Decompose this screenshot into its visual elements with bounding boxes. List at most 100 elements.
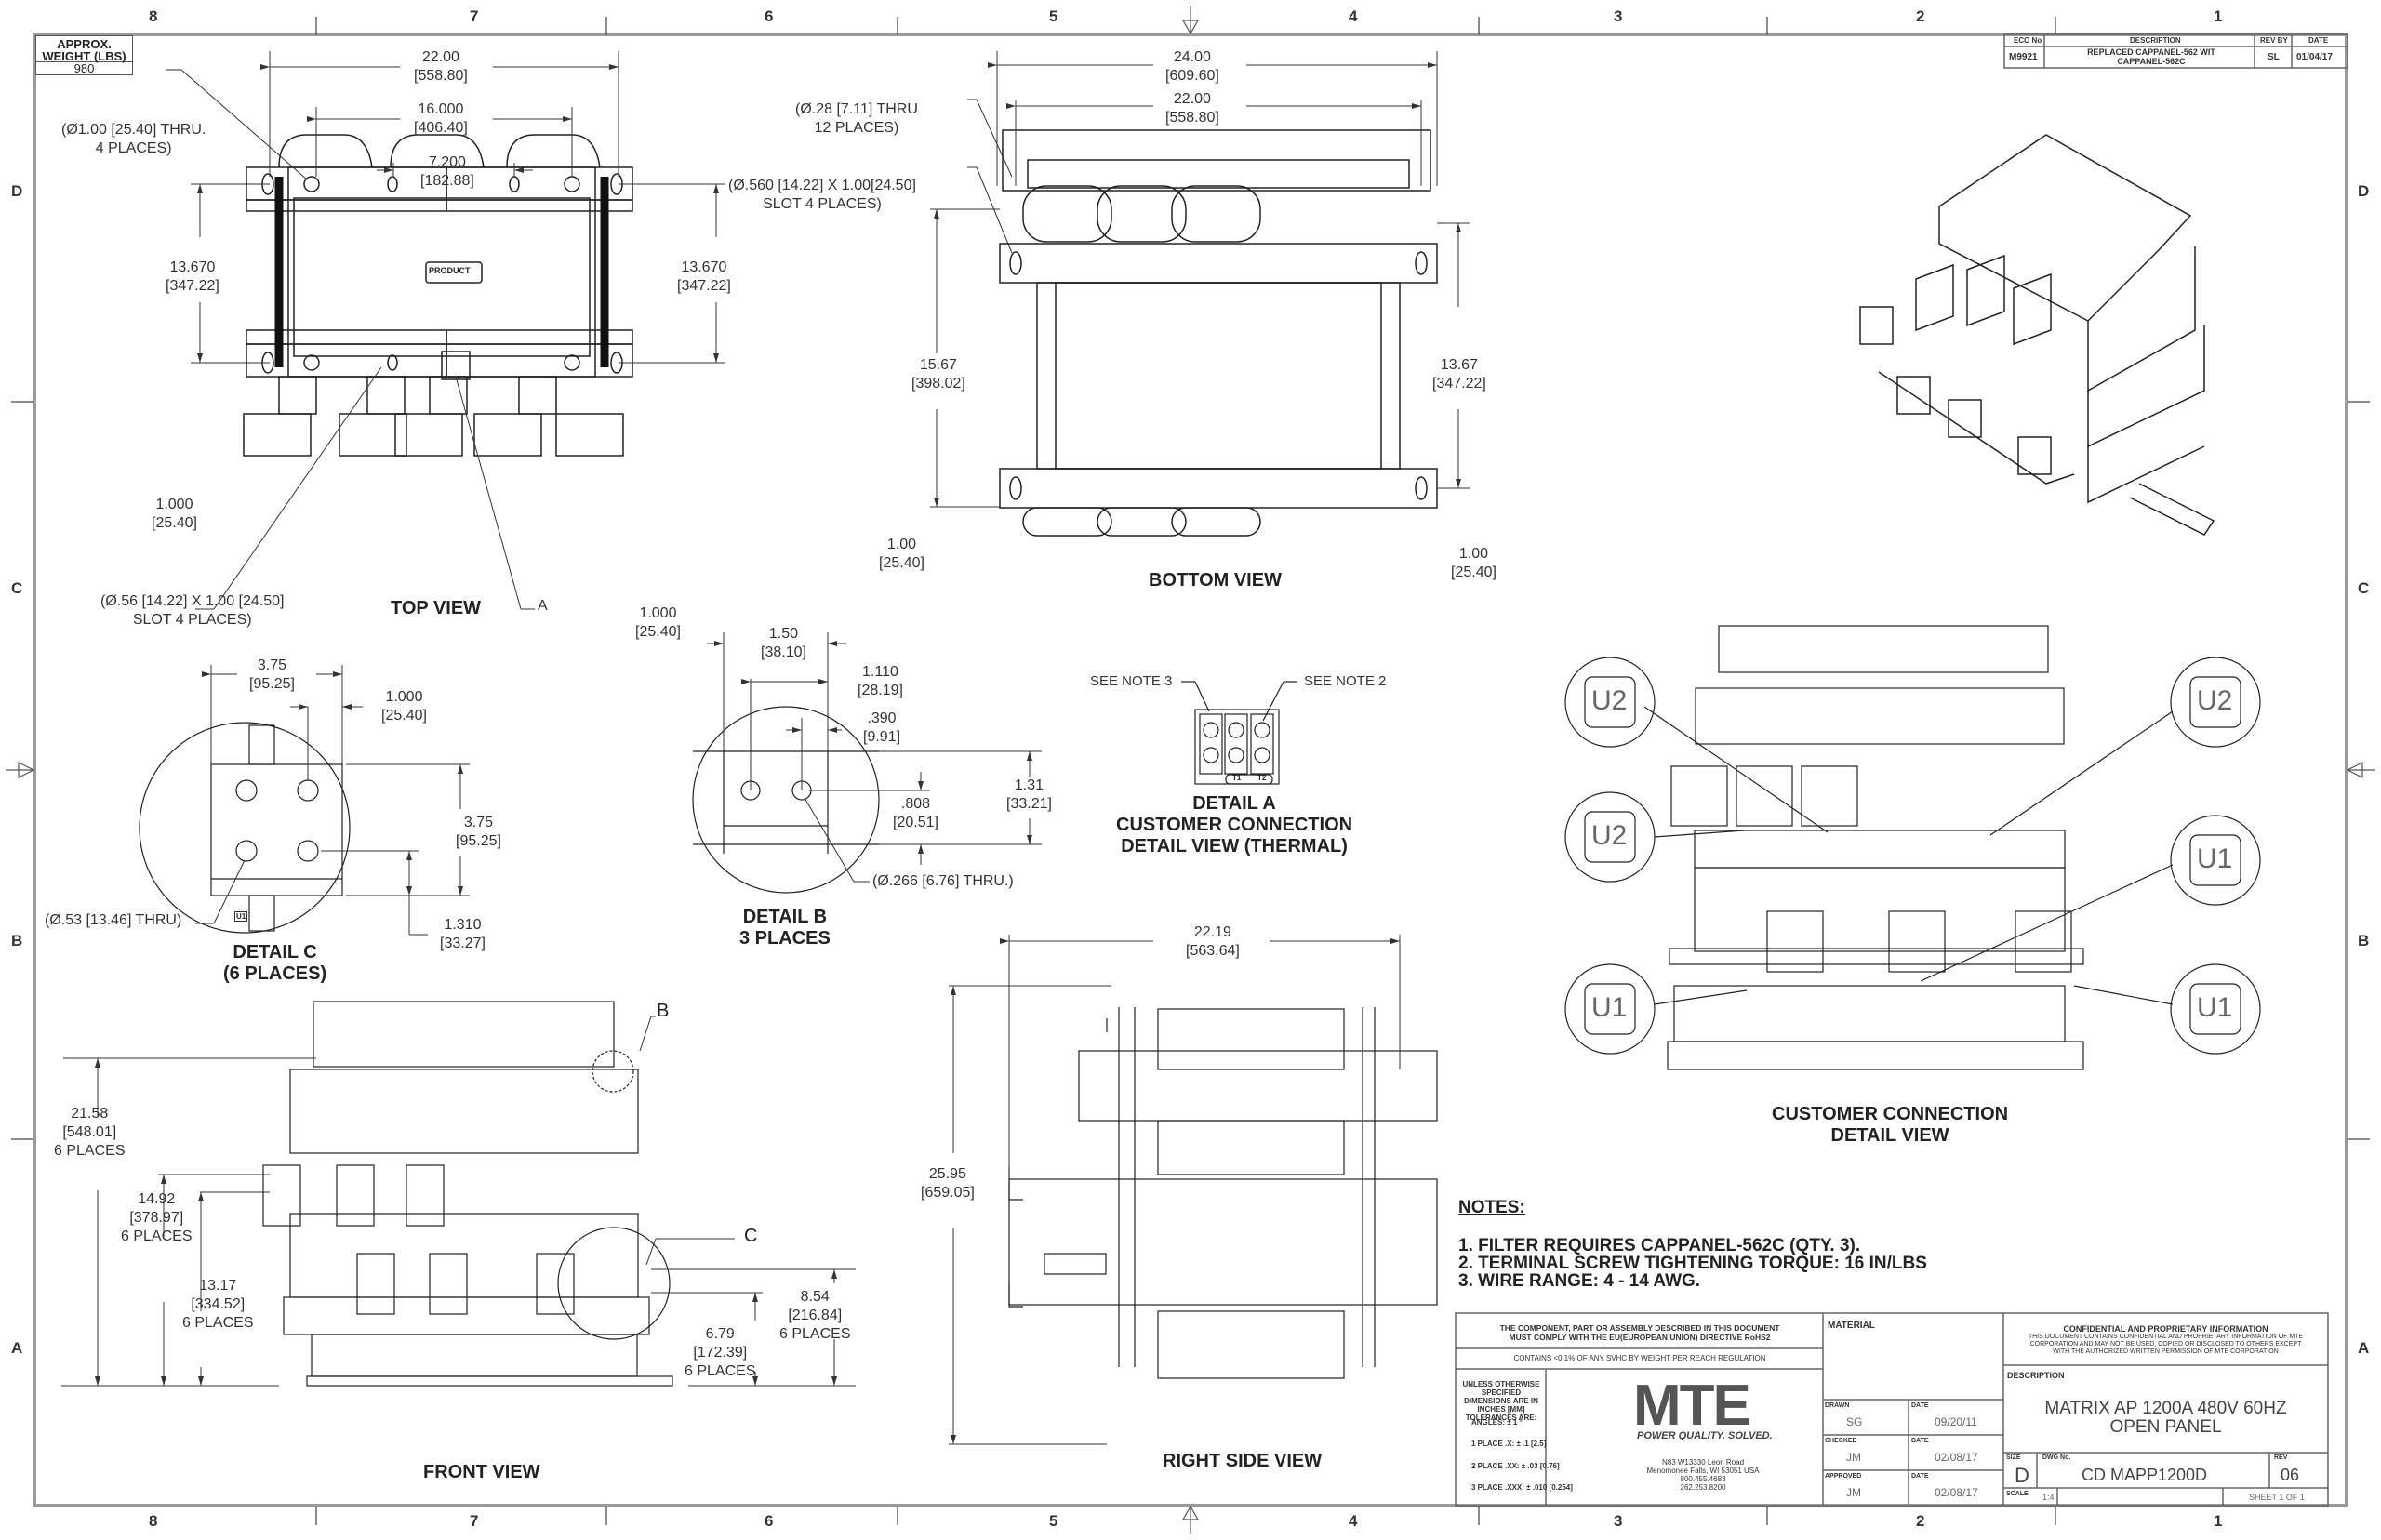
drawing-border	[33, 33, 2348, 1507]
dim-top-left-offset: 1.000[25.40]	[152, 497, 197, 531]
zone-col-5: 5	[1049, 7, 1058, 25]
detail-a-ref: A	[538, 598, 548, 614]
detail-b-drawing	[692, 706, 880, 894]
bubble-right-u2: U2	[2197, 685, 2233, 716]
dim-top-overall-width: 22.00[558.80]	[414, 49, 468, 84]
rev-header-revby: REV BY	[2260, 36, 2288, 45]
isometric-view-drawing	[1859, 134, 2215, 536]
dim-detail-b-edge: .390[9.91]	[863, 710, 901, 745]
detail-c-ref: C	[744, 1226, 758, 1246]
dim-detail-c-spacing: 1.000[25.40]	[381, 689, 427, 724]
detail-c-title: DETAIL C(6 PLACES)	[223, 942, 327, 984]
dim-detail-b-spacing: 1.110[28.19]	[858, 664, 903, 698]
dim-detail-b-hole-height: .808[20.51]	[893, 796, 938, 830]
reach-statement: CONTAINS <0.1% OF ANY SVHC BY WEIGHT PER…	[1513, 1354, 1766, 1362]
drawing-scale: 1:4	[2042, 1493, 2055, 1502]
see-note-3: SEE NOTE 3	[1090, 673, 1173, 689]
confidential-notice: CONFIDENTIAL AND PROPRIETARY INFORMATION…	[2028, 1324, 2304, 1355]
dim-side-width: 22.19[563.64]	[1186, 924, 1240, 959]
weight-header: APPROX. WEIGHT (LBS)	[36, 36, 132, 62]
top-view-title: TOP VIEW	[391, 598, 482, 618]
bubble-left-u1: U1	[1591, 992, 1628, 1023]
approved-date: 02/08/17	[1935, 1486, 1978, 1499]
zone-col-7-bottom: 7	[470, 1512, 479, 1530]
callout-detail-c-hole: (Ø.53 [13.46] THRU)	[45, 912, 182, 928]
front-view-drawing	[262, 1001, 673, 1387]
checked-date: 02/08/17	[1935, 1451, 1978, 1464]
size-label: SIZE	[2006, 1454, 2021, 1461]
zone-row-d: D	[11, 182, 23, 200]
bubble-right-u1-mid: U1	[2197, 843, 2233, 874]
notes-header: NOTES:	[1458, 1198, 1525, 1217]
tolerance-two-place: 2 PLACE .XX: ± .03 [0.76]	[1471, 1462, 1560, 1470]
callout-top-hole: (Ø1.00 [25.40] THRU.4 PLACES)	[61, 122, 206, 156]
zone-col-3-bottom: 3	[1614, 1512, 1623, 1530]
material-label: MATERIAL	[1828, 1321, 1875, 1331]
dim-detail-c-height: 3.75[95.25]	[456, 815, 501, 849]
top-view-drawing	[243, 134, 633, 457]
weight-box: APPROX. WEIGHT (LBS) 980	[35, 35, 133, 75]
dim-top-center-width: 7.200[182.88]	[420, 154, 474, 189]
dim-bottom-left-height: 15.67[398.02]	[911, 357, 965, 392]
sheet-size: D	[2015, 1464, 2029, 1487]
zone-row-d-right: D	[2358, 182, 2370, 200]
dim-detail-b-height: 1.31[33.21]	[1006, 777, 1052, 812]
approved-by: JM	[1846, 1486, 1861, 1499]
dim-top-right-offset: 1.000[25.40]	[635, 605, 681, 640]
front-view-title: FRONT VIEW	[423, 1462, 540, 1482]
dim-detail-c-offset: 1.310[33.27]	[440, 917, 486, 951]
zone-col-2: 2	[1916, 7, 1925, 25]
revision-number: 06	[2281, 1466, 2300, 1484]
right-side-view-drawing	[1008, 1007, 1438, 1379]
dim-bottom-overall-width: 24.00[609.60]	[1165, 49, 1219, 84]
detail-b-ref: B	[657, 1001, 670, 1021]
checked-date-label: DATE	[1911, 1438, 1929, 1444]
right-side-view-title: RIGHT SIDE VIEW	[1163, 1451, 1323, 1471]
bottom-view-title: BOTTOM VIEW	[1149, 570, 1282, 591]
weight-value: 980	[73, 61, 95, 75]
dim-top-left-height: 13.670[347.22]	[166, 259, 219, 294]
drawn-label: DRAWN	[1825, 1402, 1850, 1409]
dim-bottom-hole-width: 22.00[558.80]	[1165, 91, 1219, 126]
checked-label: CHECKED	[1825, 1438, 1857, 1444]
tolerance-three-place: 3 PLACE .XXX: ± .010 [0.254]	[1471, 1483, 1573, 1492]
zone-row-c-right: C	[2358, 579, 2370, 597]
drawn-date: 09/20/11	[1935, 1415, 1977, 1428]
rev-date: 01/04/17	[2296, 52, 2333, 62]
tolerance-one-place: 1 PLACE .X: ± .1 [2.5]	[1471, 1440, 1547, 1448]
dim-front-upper-bus-hole: 13.17[334.52]6 PLACES	[182, 1278, 254, 1331]
dim-front-upper-bus: 14.92[378.97]6 PLACES	[121, 1191, 193, 1244]
zone-col-5-bottom: 5	[1049, 1512, 1058, 1530]
zone-col-1-bottom: 1	[2214, 1512, 2223, 1530]
bubble-right-u1-bottom: U1	[2197, 992, 2233, 1023]
rev-header-date: DATE	[2308, 36, 2329, 45]
terminal-t2: T2	[1257, 774, 1267, 782]
dim-front-total-height: 21.58[548.01]6 PLACES	[54, 1106, 126, 1159]
zone-row-b: B	[11, 932, 23, 949]
rev-description: REPLACED CAPPANEL-562 WIT CAPPANEL-562C	[2087, 47, 2215, 66]
dim-bottom-right-height: 13.67[347.22]	[1432, 357, 1486, 392]
rev-header-description: DESCRIPTION	[2130, 36, 2181, 45]
scale-label: SCALE	[2006, 1491, 2029, 1497]
approved-label: APPROVED	[1825, 1473, 1862, 1480]
note-2: 2. TERMINAL SCREW TIGHTENING TORQUE: 16 …	[1458, 1254, 1927, 1273]
dim-detail-b-width: 1.50[38.10]	[761, 626, 806, 660]
detail-a-drawing	[1181, 681, 1297, 785]
dim-side-height: 25.95[659.05]	[921, 1166, 975, 1201]
dim-top-right-height: 13.670[347.22]	[677, 259, 731, 294]
zone-row-b-right: B	[2358, 932, 2370, 949]
dim-bottom-right-offset: 1.00[25.40]	[1451, 546, 1496, 580]
zone-col-4-bottom: 4	[1349, 1512, 1358, 1530]
zone-row-a: A	[11, 1339, 23, 1357]
checked-by: JM	[1846, 1451, 1861, 1464]
tolerance-angles: ANGLES: ± 1 °	[1471, 1418, 1523, 1427]
drawn-date-label: DATE	[1911, 1402, 1929, 1409]
dwg-label: DWG No.	[2042, 1454, 2071, 1461]
bottom-view-drawing	[999, 129, 1438, 537]
rev-eco: M9921	[2009, 52, 2038, 62]
approved-date-label: DATE	[1911, 1473, 1929, 1480]
zone-col-4: 4	[1349, 7, 1358, 25]
dim-detail-c-width: 3.75[95.25]	[249, 657, 295, 692]
